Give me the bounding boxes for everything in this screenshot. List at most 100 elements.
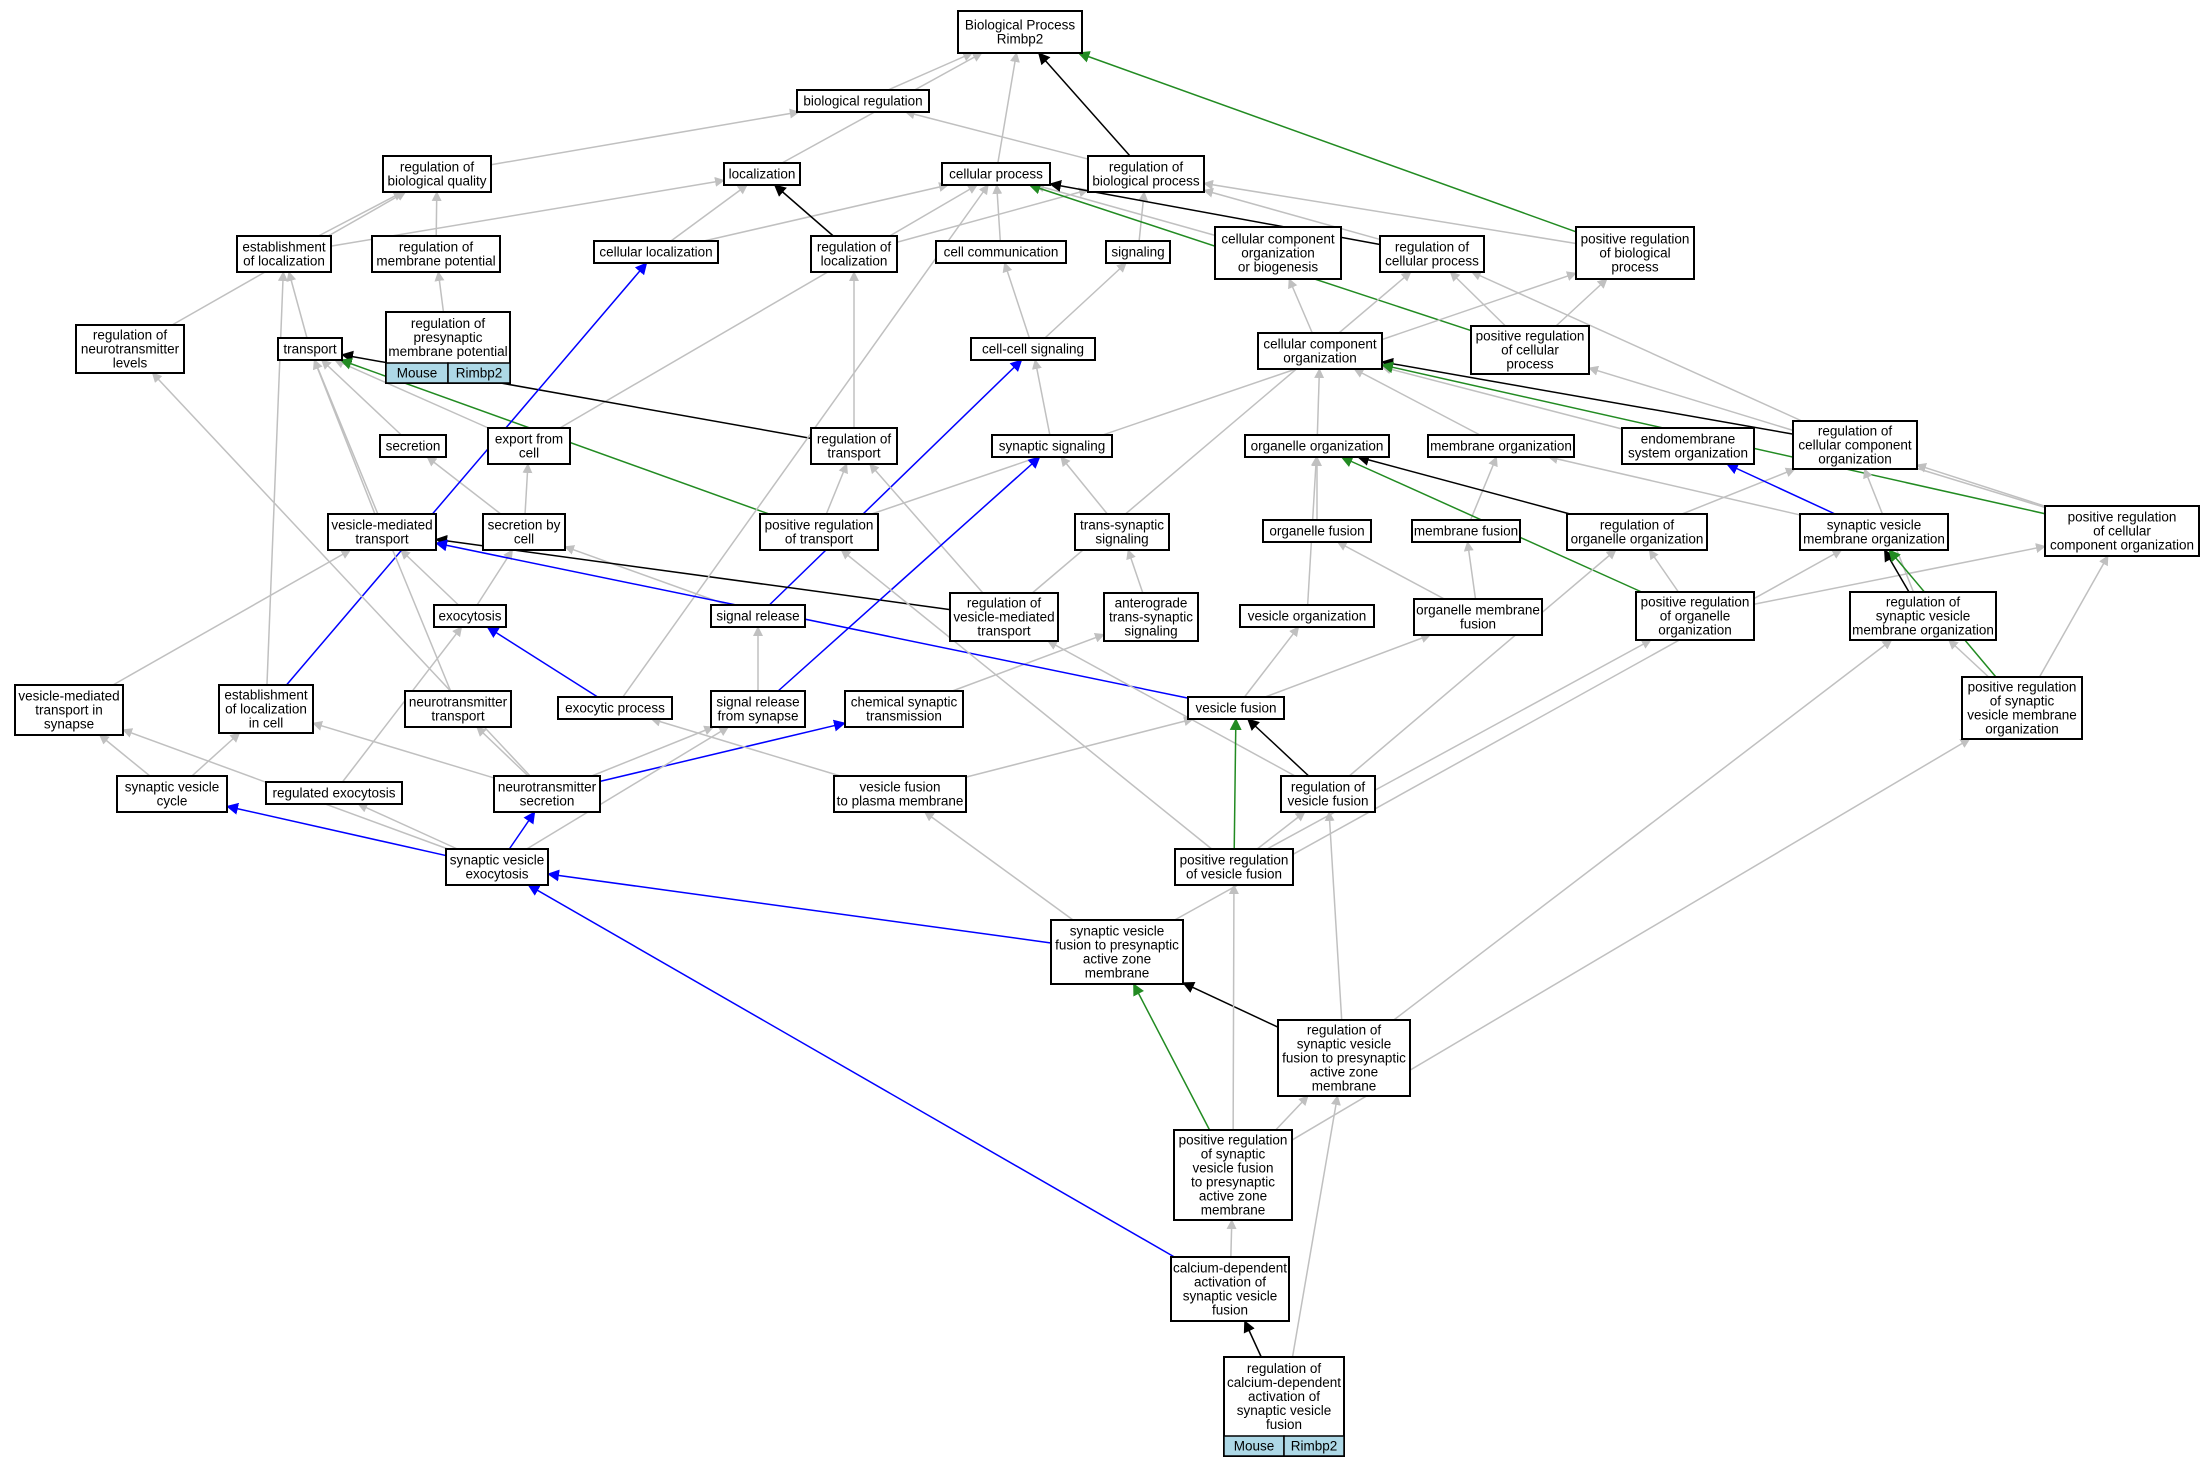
go-term-node-signal-release[interactable]: signal release (710, 604, 806, 628)
go-term-node-vesicle-fusion[interactable]: vesicle fusion (1187, 696, 1285, 720)
node-label-line: regulation of (967, 596, 1042, 611)
go-term-node-organelle-fusion[interactable]: organelle fusion (1262, 519, 1372, 543)
node-label-line: signaling (1095, 532, 1148, 547)
edge-gray (1264, 633, 1432, 698)
node-label-line: synaptic vesicle (125, 780, 220, 795)
edge-gray (333, 359, 489, 429)
species-cell (447, 362, 511, 384)
node-label: cellular process (949, 167, 1043, 182)
go-term-node-vesicle-organization[interactable]: vesicle organization (1239, 604, 1375, 628)
node-box (759, 513, 879, 551)
edge-gray (312, 721, 495, 779)
edge-gray (1336, 541, 1445, 600)
go-term-node-biological-regulation[interactable]: biological regulation (796, 89, 930, 113)
node-label-line: export from (495, 432, 563, 447)
go-term-node-cellular-localization[interactable]: cellular localization (593, 240, 719, 264)
node-box (1244, 434, 1390, 458)
edge-gray (112, 549, 352, 686)
node-label: cellular localization (599, 245, 712, 260)
go-term-node-secretion[interactable]: secretion (379, 434, 447, 458)
go-term-node-transport[interactable]: transport (277, 337, 343, 361)
go-term-node-membrane-fusion[interactable]: membrane fusion (1411, 519, 1521, 543)
go-term-node-cell-communication[interactable]: cell communication (935, 240, 1067, 264)
go-term-node-membrane-organization[interactable]: membrane organization (1427, 434, 1575, 458)
node-box (2044, 505, 2200, 557)
edge-gray (564, 545, 728, 606)
node-label-line: regulation of (411, 316, 486, 331)
go-term-node-organelle-organization[interactable]: organelle organization (1244, 434, 1390, 458)
edge-blue (285, 262, 648, 686)
edge-gray (341, 626, 463, 783)
go-term-node-signaling[interactable]: signaling (1105, 240, 1171, 264)
node-label-line: biological process (1092, 174, 1200, 189)
go-term-node-localization[interactable]: localization (723, 162, 801, 186)
go-term-node-cell-cell-signaling[interactable]: cell-cell signaling (970, 337, 1096, 361)
node-label-line: vesicle-mediated (331, 518, 432, 533)
go-term-node-synaptic-signaling[interactable]: synaptic signaling (991, 434, 1113, 458)
node-box (1411, 519, 1521, 543)
node-label-line: fusion (1212, 1303, 1248, 1318)
node-box (493, 775, 601, 813)
node-label: membrane fusion (1414, 524, 1518, 539)
edge-gray (871, 271, 1577, 515)
go-term-node-exocytosis[interactable]: exocytosis (433, 604, 507, 628)
go-term-node-cellular-process[interactable]: cellular process (941, 162, 1051, 186)
node-label-line: exocytosis (465, 867, 528, 882)
go-term-node-exocytic-process[interactable]: exocytic process (557, 696, 673, 720)
go-term-node-regulated-exocytosis[interactable]: regulated exocytosis (265, 781, 403, 805)
node-box (1799, 513, 1949, 551)
edge-gray (992, 184, 1003, 242)
edge-black (435, 534, 951, 611)
